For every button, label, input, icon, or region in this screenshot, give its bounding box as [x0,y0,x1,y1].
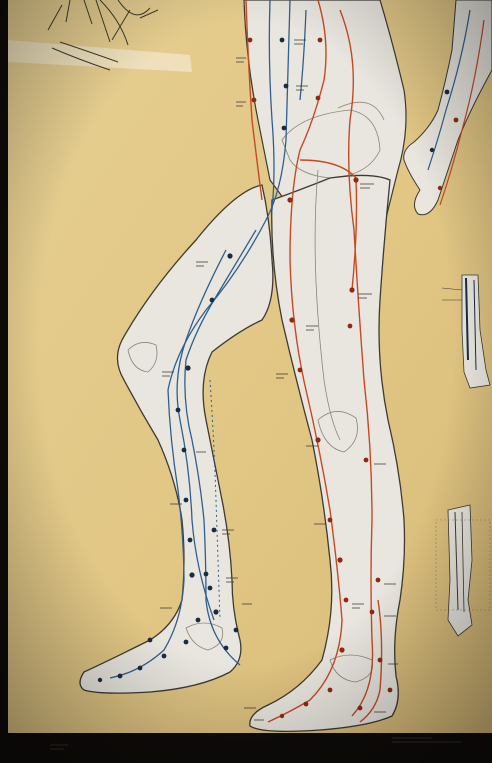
acupuncture-chart-photo [0,0,492,763]
photo-vignette [0,0,492,763]
